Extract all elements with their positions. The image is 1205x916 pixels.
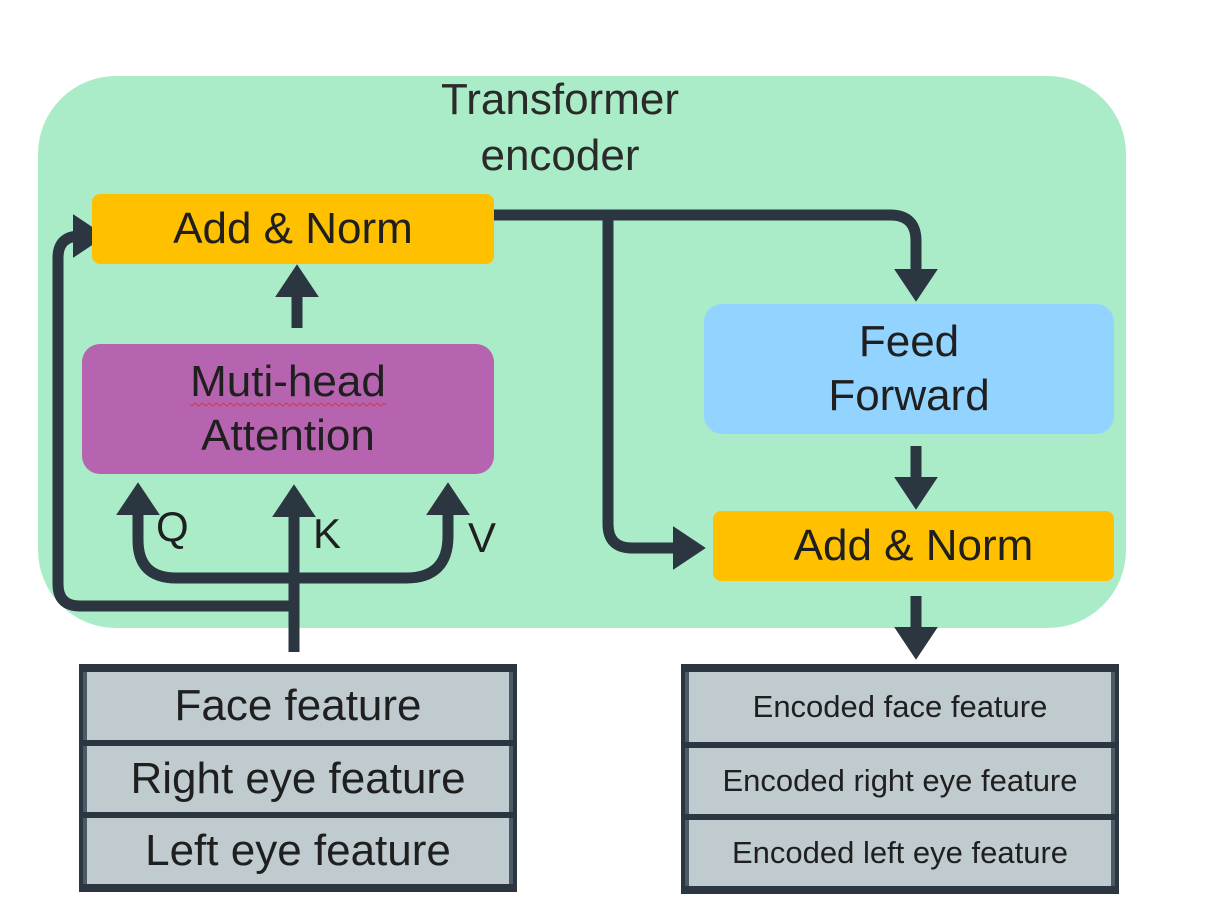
key-label: K: [313, 510, 342, 557]
residual-arrow-1: [52, 214, 294, 612]
ff-label-line1: Feed: [858, 317, 960, 366]
encoder-title-line2: encoder: [480, 131, 640, 180]
input-right-eye-feature: Right eye feature: [83, 746, 513, 812]
v-arrow: [294, 482, 470, 584]
feed-forward-block: Feed Forward: [704, 304, 1114, 434]
q-arrow: [116, 482, 294, 584]
encoded-right-eye-feature: Encoded right eye feature: [685, 748, 1115, 814]
ff-label-line2: Forward: [828, 371, 990, 420]
input-feature-stack: Face feature Right eye feature Left eye …: [79, 664, 517, 892]
encoded-face-feature: Encoded face feature: [685, 672, 1115, 742]
encoded-left-eye-feature: Encoded left eye feature: [685, 820, 1115, 886]
attention-label-line1: Muti-head: [190, 357, 386, 406]
output-feature-stack: Encoded face feature Encoded right eye f…: [681, 664, 1119, 894]
value-label: V: [468, 514, 497, 561]
input-face-feature: Face feature: [83, 672, 513, 740]
encoder-title: Transformer encoder: [400, 72, 720, 184]
encoder-title-line1: Transformer: [441, 75, 679, 124]
add-norm-block-2: Add & Norm: [713, 511, 1114, 581]
multi-head-attention-block: Muti-head Attention: [82, 344, 494, 474]
attention-label-line2: Attention: [201, 411, 375, 460]
input-left-eye-feature: Left eye feature: [83, 818, 513, 884]
add-norm-block-1: Add & Norm: [92, 194, 494, 264]
residual-arrow-2: [602, 215, 706, 570]
addnorm-to-ff-arrow: [494, 209, 938, 302]
query-label: Q: [156, 503, 189, 550]
